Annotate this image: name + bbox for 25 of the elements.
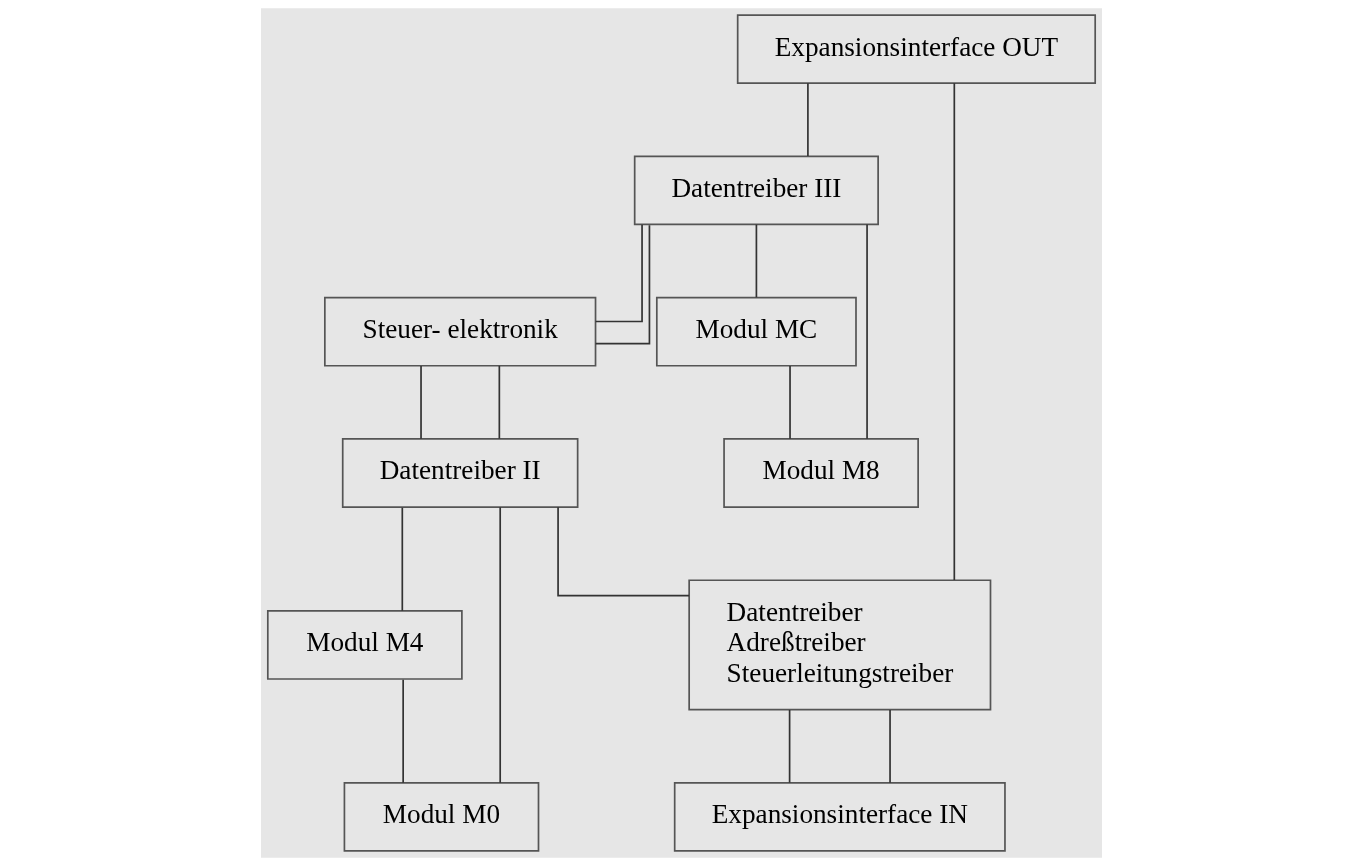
connector [788,365,791,440]
connector [888,709,891,784]
connector [401,678,404,784]
node-box: Modul M8 [722,438,919,508]
connector [755,223,757,299]
node-box: Modul M4 [266,610,463,680]
connector [498,506,501,784]
connector [865,223,868,440]
node-box: Datentreiber II [341,438,578,508]
connector [594,224,650,345]
connector [594,224,643,323]
connector [498,365,500,440]
connector [556,506,690,597]
connector [788,709,790,784]
node-box: Expansionsinterface OUT [736,14,1096,84]
node-box: Modul MC [655,296,857,367]
connector [806,82,809,157]
node-box: Steuer- elektronik [323,296,596,367]
connector [400,506,403,612]
node-box: Datentreiber III [633,155,879,226]
node-box: Expansionsinterface IN [673,782,1006,852]
connector [419,365,422,440]
connector [952,82,955,581]
node-box: Modul M0 [343,782,539,852]
node-box: Datentreiber Adreßtreiber Steuerleitungstreiber [687,579,991,711]
